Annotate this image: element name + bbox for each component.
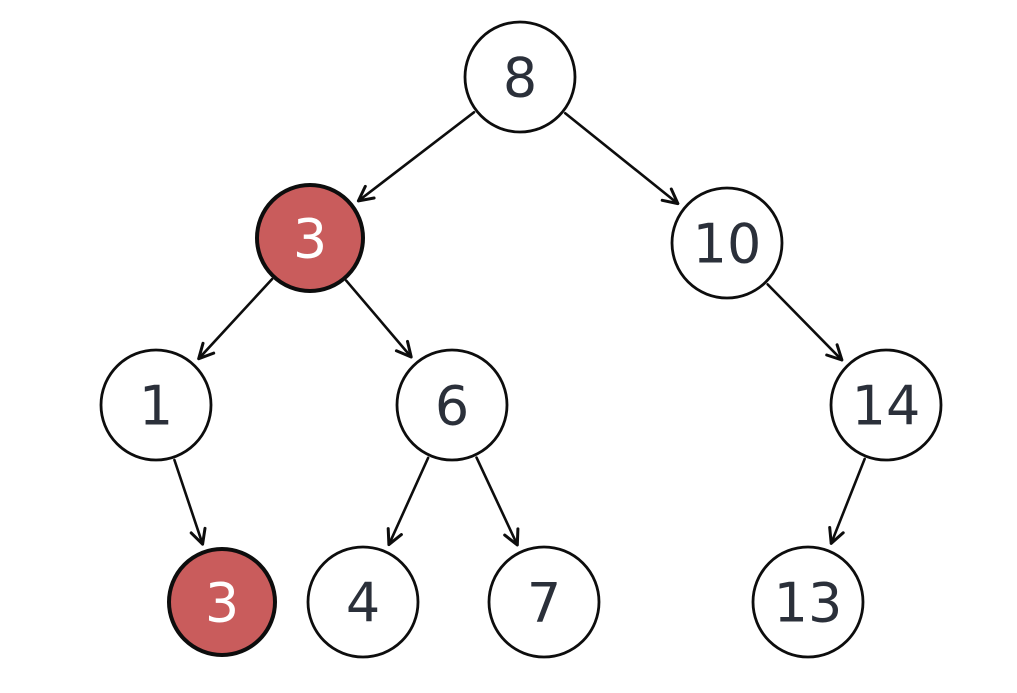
edge-arrowhead [503,527,520,547]
node-label: 3 [205,571,239,634]
edge-arrowhead [828,526,845,545]
edge-arrowhead [356,184,376,203]
node-circle [463,20,577,134]
edge-line [344,279,413,359]
tree-edge [475,456,520,547]
node-circle [829,348,943,462]
node-circle [306,545,420,659]
tree-edge [828,457,866,545]
tree-node: 13 [751,545,865,659]
edge-arrowhead [825,343,844,362]
tree-edge [344,279,413,359]
edge-line [475,456,519,547]
tree-edge [563,111,680,206]
node-label: 3 [293,207,327,270]
node-label: 7 [527,571,561,634]
edge-line [829,457,866,545]
node-circle [487,545,601,659]
node-label: 6 [435,374,469,437]
node-label: 14 [852,374,921,437]
node-circle [395,348,509,462]
node-label: 8 [503,46,537,109]
tree-edge [386,456,430,547]
node-circle [255,183,365,293]
tree-node: 4 [306,545,420,659]
node-label: 4 [346,571,380,634]
node-circle [99,348,213,462]
tree-node: 6 [395,348,509,462]
tree-node: 10 [670,186,784,300]
edge-arrowhead [386,527,403,547]
edge-arrowhead [189,526,207,546]
node-label: 10 [693,212,762,275]
node-label: 13 [774,571,843,634]
node-label: 1 [139,374,173,437]
tree-node: 3 [255,183,365,293]
tree-edge [173,458,207,546]
edge-line [197,277,274,360]
edge-arrowhead [197,341,216,361]
node-circle [751,545,865,659]
edge-line [357,110,476,203]
tree-edge [766,283,844,362]
tree-node: 14 [829,348,943,462]
tree-node: 7 [487,545,601,659]
tree-node: 1 [99,348,213,462]
tree-edge [197,277,274,361]
tree-node: 3 [167,547,277,657]
node-circle [167,547,277,657]
tree-node: 8 [463,20,577,134]
edge-line [766,283,844,362]
edge-line [173,458,204,546]
edge-arrowhead [394,339,413,359]
node-circle [670,186,784,300]
edge-line [387,456,430,546]
edge-line [563,111,680,205]
tree-edge [356,110,476,203]
edge-arrowhead [660,187,680,206]
